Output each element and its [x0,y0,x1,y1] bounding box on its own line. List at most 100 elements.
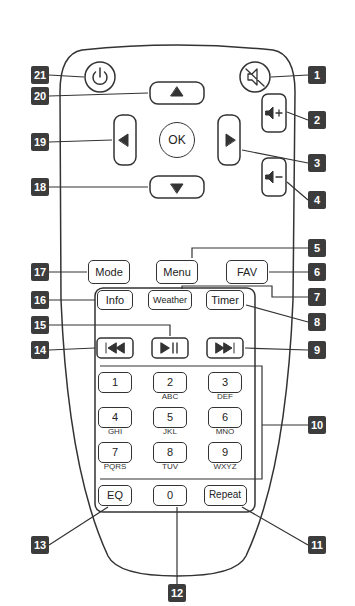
key-letters: TUV [162,463,178,471]
callout-number: 11 [311,539,323,551]
remote-button: 6MNO [208,407,242,428]
callout-box: 13 [31,536,49,554]
callout-number: 13 [34,539,46,551]
remote-button: 4GHI [98,407,132,428]
callout-box: 5 [308,239,326,257]
power-icon [93,68,107,84]
callout-box: 6 [308,263,326,281]
button-label: 0 [167,490,173,501]
remote-button: OK [159,122,195,158]
callout-box: 21 [31,66,49,84]
down-arrow [171,184,183,193]
button-label: 4 [112,412,118,423]
up-button [150,82,204,104]
callout-box: 2 [308,111,326,129]
next-icon [216,343,234,353]
mute-button [240,62,270,92]
button-label: FAV [237,267,257,278]
callout-box: 3 [308,154,326,172]
callout-number: 4 [314,194,320,206]
previous-button [97,338,133,358]
key-letters: MNO [216,428,235,436]
leader-line [49,299,95,300]
callout-number: 19 [34,136,46,148]
play-pause-button [152,338,188,358]
right-arrow [226,134,235,146]
minus-icon [276,176,282,177]
button-label: OK [168,134,185,146]
callout-number: 18 [34,181,46,193]
callout-number: 9 [314,344,320,356]
button-label: Repeat [209,490,241,500]
button-label: Weather [153,296,187,305]
callout-number: 21 [34,69,46,81]
key-letters: ABC [162,393,178,401]
leader-line [271,75,308,77]
leader-line [49,93,148,96]
leader-line [49,507,108,545]
previous-icon [106,343,124,353]
leader-line [287,112,308,120]
button-label: 5 [167,412,173,423]
button-label: 1 [112,377,118,388]
button-label: 2 [167,377,173,388]
leader-line [242,507,308,545]
remote-button: 5JKL [153,407,187,428]
callout-number: 15 [34,319,46,331]
callout-number: 7 [314,291,320,303]
leader-line [49,75,84,77]
leader-line [242,150,308,163]
callout-box: 8 [308,313,326,331]
remote-button: 8TUV [153,442,187,463]
play-pause-icon [161,343,177,353]
mute-icon [246,69,264,86]
leader-line [182,286,308,297]
callout-box: 9 [308,341,326,359]
remote-button: Menu [156,260,198,284]
remote-button: 1 [98,372,132,393]
callout-number: 14 [34,344,46,356]
button-label: 6 [222,412,228,423]
callout-box: 11 [308,536,326,554]
callout-box: 1 [308,66,326,84]
plus-icon [276,110,282,116]
key-letters: PQRS [104,463,127,471]
key-letters: GHI [108,428,122,436]
leader-line [245,348,308,350]
down-button [150,176,204,198]
volume-up-icon [266,107,273,119]
button-label: Info [106,295,124,306]
callout-box: 17 [31,263,49,281]
remote-button: 7PQRS [98,442,132,463]
callout-box: 7 [308,288,326,306]
left-button [114,115,136,165]
leader-line [287,182,308,200]
callout-box: 16 [31,291,49,309]
callout-number: 6 [314,266,320,278]
button-label: Timer [211,295,239,306]
button-label: 8 [167,447,173,458]
button-label: 9 [222,447,228,458]
key-letters: JKL [163,428,177,436]
callout-box: 14 [31,341,49,359]
leader-line [192,248,308,258]
leader-line [269,271,308,272]
callout-number: 17 [34,266,46,278]
callout-number: 20 [34,90,46,102]
callout-box: 18 [31,178,49,196]
leader-line [49,325,170,336]
leader-lines [49,75,308,584]
power-button [85,62,115,92]
leader-line [49,271,87,272]
remote-button: Weather [148,290,192,310]
button-label: Menu [163,267,191,278]
callout-number: 8 [314,316,320,328]
remote-button: EQ [98,485,132,506]
key-letters: DEF [217,393,233,401]
remote-button: 2ABC [153,372,187,393]
remote-button: 3DEF [208,372,242,393]
left-arrow [119,134,128,146]
button-label: 3 [222,377,228,388]
remote-button: Timer [206,290,244,310]
remote-button: 9WXYZ [208,442,242,463]
